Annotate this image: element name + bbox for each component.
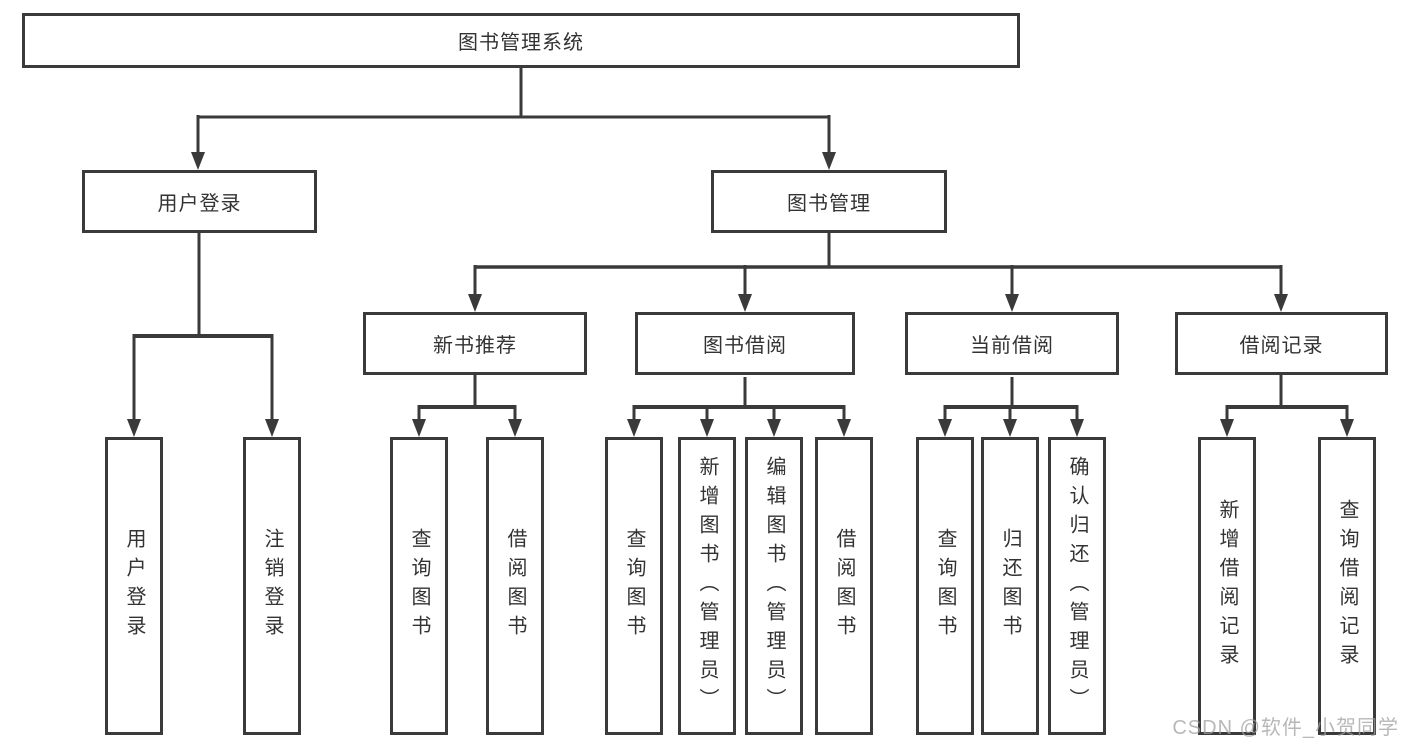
node-book-management: 图书管理 (711, 170, 947, 233)
arrowhead-icons (127, 152, 1354, 437)
node-book-borrow: 图书借阅 (635, 312, 855, 375)
node-leaf-borrow-book-borrow: 借阅图书 (815, 437, 873, 735)
node-leaf-add-borrow-record: 新增借阅记录 (1198, 437, 1256, 735)
node-leaf-user-login: 用户登录 (105, 437, 163, 735)
node-leaf-edit-book-admin: 编辑图书（管理员） (745, 437, 803, 735)
node-root: 图书管理系统 (22, 13, 1020, 68)
node-leaf-add-book-admin: 新增图书（管理员） (678, 437, 736, 735)
node-leaf-query-book-current: 查询图书 (916, 437, 974, 735)
node-leaf-confirm-return-admin: 确认归还（管理员） (1048, 437, 1106, 735)
node-user-login-group: 用户登录 (82, 170, 317, 233)
node-leaf-logout: 注销登录 (243, 437, 301, 735)
node-leaf-query-borrow-record: 查询借阅记录 (1318, 437, 1376, 735)
node-borrow-records: 借阅记录 (1175, 312, 1388, 375)
node-leaf-query-book-recommend: 查询图书 (390, 437, 448, 735)
node-leaf-query-book-borrow: 查询图书 (605, 437, 663, 735)
csdn-watermark: CSDN @软件_小贺同学 (1172, 717, 1399, 739)
node-current-borrow: 当前借阅 (905, 312, 1119, 375)
node-leaf-borrow-book-recommend: 借阅图书 (486, 437, 544, 735)
node-new-book-recommend: 新书推荐 (363, 312, 587, 375)
node-leaf-return-book: 归还图书 (981, 437, 1039, 735)
